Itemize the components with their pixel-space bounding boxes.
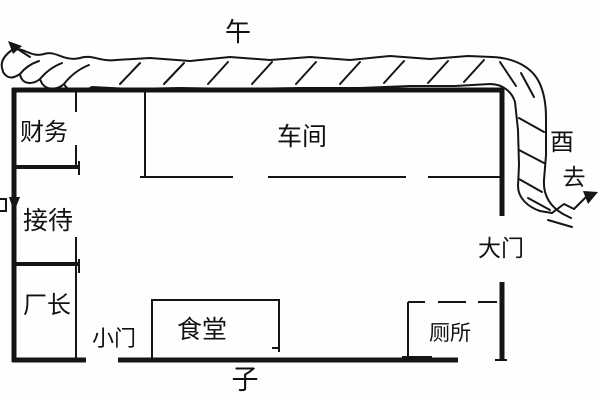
- road-hatch: [547, 219, 573, 228]
- road-left-scallop: [39, 62, 63, 80]
- road-hatch: [518, 178, 543, 193]
- small-gate-label: 小门: [92, 327, 136, 352]
- road-start-arrow-icon: [8, 41, 22, 54]
- road-hatch: [383, 60, 405, 84]
- left-wall-door-marker: [0, 197, 20, 212]
- road-start-arrow-tail: [15, 47, 31, 58]
- road-hatch: [518, 149, 545, 164]
- door-glyph-box: [0, 198, 7, 212]
- canteen-walls: [151, 299, 280, 359]
- labels: 午 子 酉 去 财务 接待 厂长 车间 食堂 厕所 大门 小门: [20, 18, 586, 396]
- road-hatch: [499, 61, 517, 87]
- road-hatch: [251, 61, 273, 85]
- room-director-label: 厂长: [23, 291, 71, 319]
- room-toilet-label: 厕所: [429, 321, 471, 345]
- road-left-scallop: [63, 64, 90, 85]
- compound-walls: [11, 87, 507, 363]
- road-outer-edge: [11, 48, 572, 219]
- road-hatch: [427, 60, 449, 84]
- road-left-scallop: [19, 60, 40, 75]
- compass-right-label: 酉: [550, 128, 574, 156]
- compass-top-label: 午: [225, 18, 251, 48]
- door-wedge-icon: [9, 197, 20, 212]
- road-left-end: [0, 49, 13, 72]
- road-end-arrow-icon: [583, 191, 598, 204]
- road-hatch: [518, 117, 545, 133]
- road-hatch: [463, 59, 485, 83]
- road-hatch: [207, 61, 229, 85]
- road-hatch: [527, 197, 551, 211]
- road-hatch: [520, 72, 535, 98]
- main-gate-label: 大门: [478, 236, 524, 262]
- road-hatch: [163, 62, 185, 85]
- room-workshop-label: 车间: [277, 122, 327, 151]
- canteen-outline: [151, 299, 280, 359]
- road-hatch: [339, 61, 361, 85]
- road-hatch: [295, 61, 317, 85]
- compass-bottom-label: 子: [232, 365, 259, 396]
- compass-right-note-label: 去: [563, 165, 586, 191]
- toilet-walls: [402, 301, 497, 360]
- road-hatch: [119, 62, 141, 85]
- left-rooms-partitions: [14, 90, 80, 358]
- road-end-arrow-tail: [551, 196, 587, 214]
- room-reception-label: 接待: [23, 206, 73, 235]
- room-finance-label: 财务: [20, 118, 68, 146]
- room-canteen-label: 食堂: [177, 315, 227, 344]
- workshop-walls: [140, 92, 500, 178]
- road-band: [0, 41, 598, 228]
